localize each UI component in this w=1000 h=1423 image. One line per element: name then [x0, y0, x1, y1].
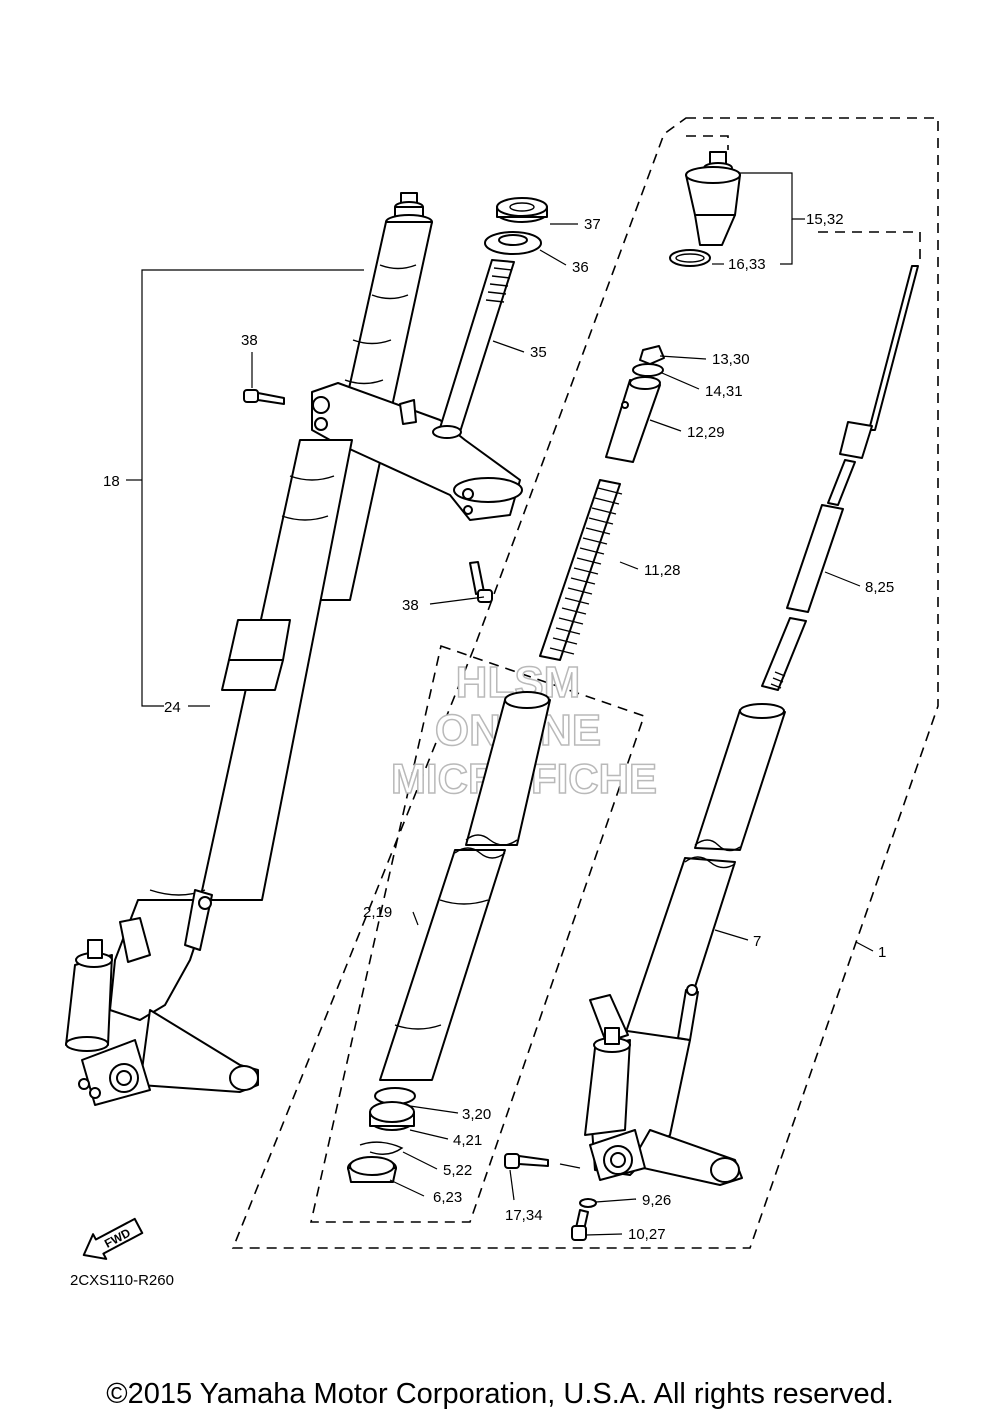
callout-6-23: 6,23 [433, 1189, 462, 1206]
callout-37: 37 [584, 216, 601, 233]
callout-16-33: 16,33 [728, 256, 766, 273]
callout-labels: 37 36 35 38 38 18 24 15,32 16,33 13,30 1… [103, 211, 894, 1243]
callout-4-21: 4,21 [453, 1132, 482, 1149]
callout-15-32: 15,32 [806, 211, 844, 228]
outer-tube-7 [584, 703, 786, 1186]
callout-2-19: 2,19 [363, 904, 392, 921]
callout-12-29: 12,29 [687, 424, 725, 441]
nut-13 [639, 345, 665, 365]
callout-24: 24 [164, 699, 181, 716]
washer-14 [632, 363, 664, 377]
callout-3-20: 3,20 [462, 1106, 491, 1123]
callout-11-28: 11,28 [644, 562, 680, 579]
bolt-38-lower [469, 561, 493, 603]
callout-17-34: 17,34 [505, 1207, 543, 1224]
callout-18: 18 [103, 473, 120, 490]
washer-36 [484, 231, 542, 255]
callout-36: 36 [572, 259, 589, 276]
clip-5 [359, 1141, 404, 1155]
callout-35: 35 [530, 344, 547, 361]
callout-7: 7 [753, 933, 761, 950]
callout-1: 1 [878, 944, 886, 961]
fork-spring-11 [539, 479, 623, 661]
fwd-arrow-icon: FWD [82, 1217, 144, 1260]
washer-9 [579, 1198, 597, 1208]
damper-group-outline [818, 231, 921, 260]
callout-13-30: 13,30 [712, 351, 750, 368]
bolt-17 [504, 1153, 581, 1169]
callout-5-22: 5,22 [443, 1162, 472, 1179]
callout-9-26: 9,26 [642, 1192, 671, 1209]
damper-rod-8 [761, 265, 919, 691]
bolt-10 [571, 1209, 589, 1241]
callout-38-upper: 38 [241, 332, 258, 349]
callout-8-25: 8,25 [865, 579, 894, 596]
inner-tube-2 [379, 691, 551, 1081]
spacer-12 [605, 376, 661, 463]
steering-nut-37 [496, 197, 548, 223]
copyright-notice: ©2015 Yamaha Motor Corporation, U.S.A. A… [106, 1378, 894, 1410]
callout-10-27: 10,27 [628, 1226, 666, 1243]
cap-group-outline [686, 135, 729, 150]
leader-lines [126, 172, 874, 1236]
callout-38-lower: 38 [402, 597, 419, 614]
steering-stem-35 [432, 259, 515, 439]
inner-tube-group-outline [309, 644, 646, 1223]
seal-set-3-6 [347, 1087, 416, 1183]
watermark-line-1: HLSM [456, 658, 581, 707]
cap-bolt-assembly-15 [685, 151, 741, 246]
left-fork-assembly [65, 192, 523, 1106]
bolt-38-upper [243, 389, 285, 405]
assembly-group-outline [231, 117, 939, 1249]
callout-14-31: 14,31 [705, 383, 743, 400]
drawing-code: 2CXS110-R260 [70, 1272, 174, 1289]
o-ring-16 [669, 249, 711, 267]
